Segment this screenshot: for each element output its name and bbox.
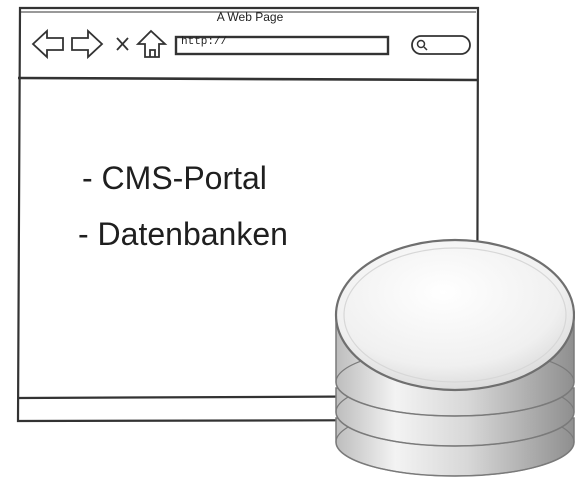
search-icon: [416, 39, 428, 51]
address-bar[interactable]: [174, 35, 390, 56]
window-title: A Web Page: [216, 10, 284, 24]
back-arrow-icon[interactable]: [31, 28, 64, 60]
address-bar-text: http://: [181, 36, 228, 48]
content-line-datenbanken: - Datenbanken: [78, 216, 288, 252]
search-field[interactable]: [411, 35, 471, 55]
forward-arrow-icon[interactable]: [71, 28, 104, 60]
home-icon[interactable]: [135, 29, 168, 58]
database-stack-icon: [334, 238, 575, 477]
content-line-cms-portal: - CMS-Portal: [82, 160, 267, 196]
close-icon[interactable]: [116, 37, 129, 51]
